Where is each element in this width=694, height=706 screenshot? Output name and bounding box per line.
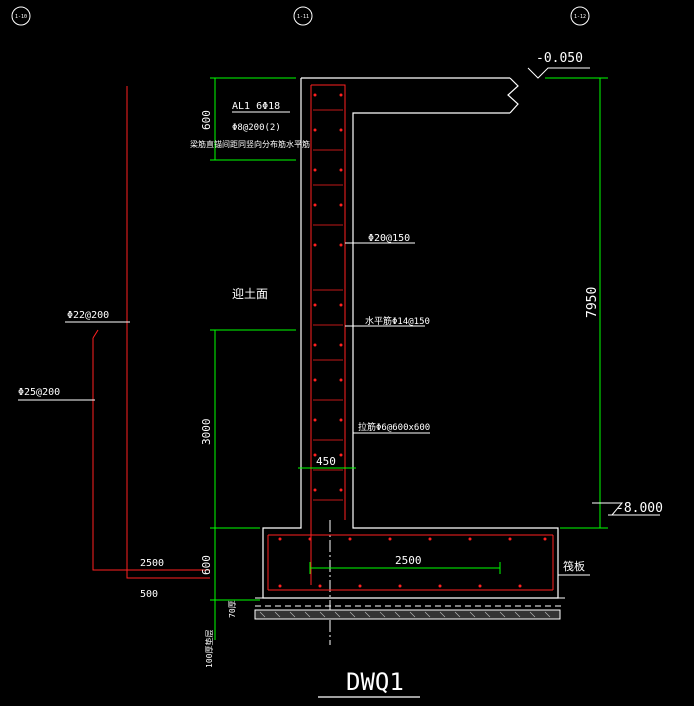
left-bar-lower-label: Φ25@200 <box>18 387 60 398</box>
elevation-top: -0.050 <box>536 51 583 66</box>
axis-bubble-2 <box>293 6 313 26</box>
vertical-bar-label: Φ20@150 <box>368 233 410 244</box>
axis-label-3: 1-12 <box>574 14 586 20</box>
dimension-texts: 7950 600 3000 600 450 2500 2500 500 70厚 … <box>140 110 600 668</box>
rebar <box>92 84 554 591</box>
stirrup-label: Φ8@200(2) <box>232 123 281 133</box>
dim-layer-70: 70厚 <box>228 600 237 618</box>
tie-bar-label: 拉筋Φ6@600x600 <box>358 421 430 433</box>
drawing-title: DWQ1 <box>346 668 404 696</box>
dim-offset-500: 500 <box>140 589 158 600</box>
dim-base-width: 2500 <box>395 554 422 567</box>
note-label: 梁筋直锚间距同竖向分布筋水平筋 <box>190 139 310 149</box>
dim-left-rebar: 2500 <box>140 558 164 569</box>
annotations: AL1 6Φ18 Φ8@200(2) 梁筋直锚间距同竖向分布筋水平筋 Φ20@1… <box>18 101 585 573</box>
dim-layer-100: 100厚垫层 <box>204 630 214 668</box>
horizontal-bar-label: 水平筋Φ14@150 <box>365 315 430 327</box>
leader-lines <box>18 111 590 576</box>
dimension-lines <box>210 77 608 640</box>
elevation-bottom: -8.000 <box>616 501 663 516</box>
earth-side-label: 迎土面 <box>232 287 268 301</box>
cushion-layers <box>254 597 565 620</box>
dim-top-zone: 600 <box>200 110 213 130</box>
dim-total-height: 7950 <box>585 287 600 318</box>
grid-axis-bubbles: 1-10 1-11 1-12 <box>11 6 590 26</box>
axis-bubble-3 <box>570 6 590 26</box>
elevation-markers <box>527 67 660 516</box>
dim-wall-thickness: 450 <box>316 455 336 468</box>
dim-base-thickness: 600 <box>200 555 213 575</box>
axis-label-1: 1-10 <box>15 14 27 20</box>
axis-label-2: 1-11 <box>297 14 309 20</box>
left-bar-upper-label: Φ22@200 <box>67 310 109 321</box>
slab-label: 筏板 <box>563 559 585 573</box>
beam-label: AL1 6Φ18 <box>232 101 280 112</box>
dim-lower-zone: 3000 <box>200 419 213 446</box>
axis-bubble-1 <box>11 6 31 26</box>
wall-outline <box>262 77 559 599</box>
